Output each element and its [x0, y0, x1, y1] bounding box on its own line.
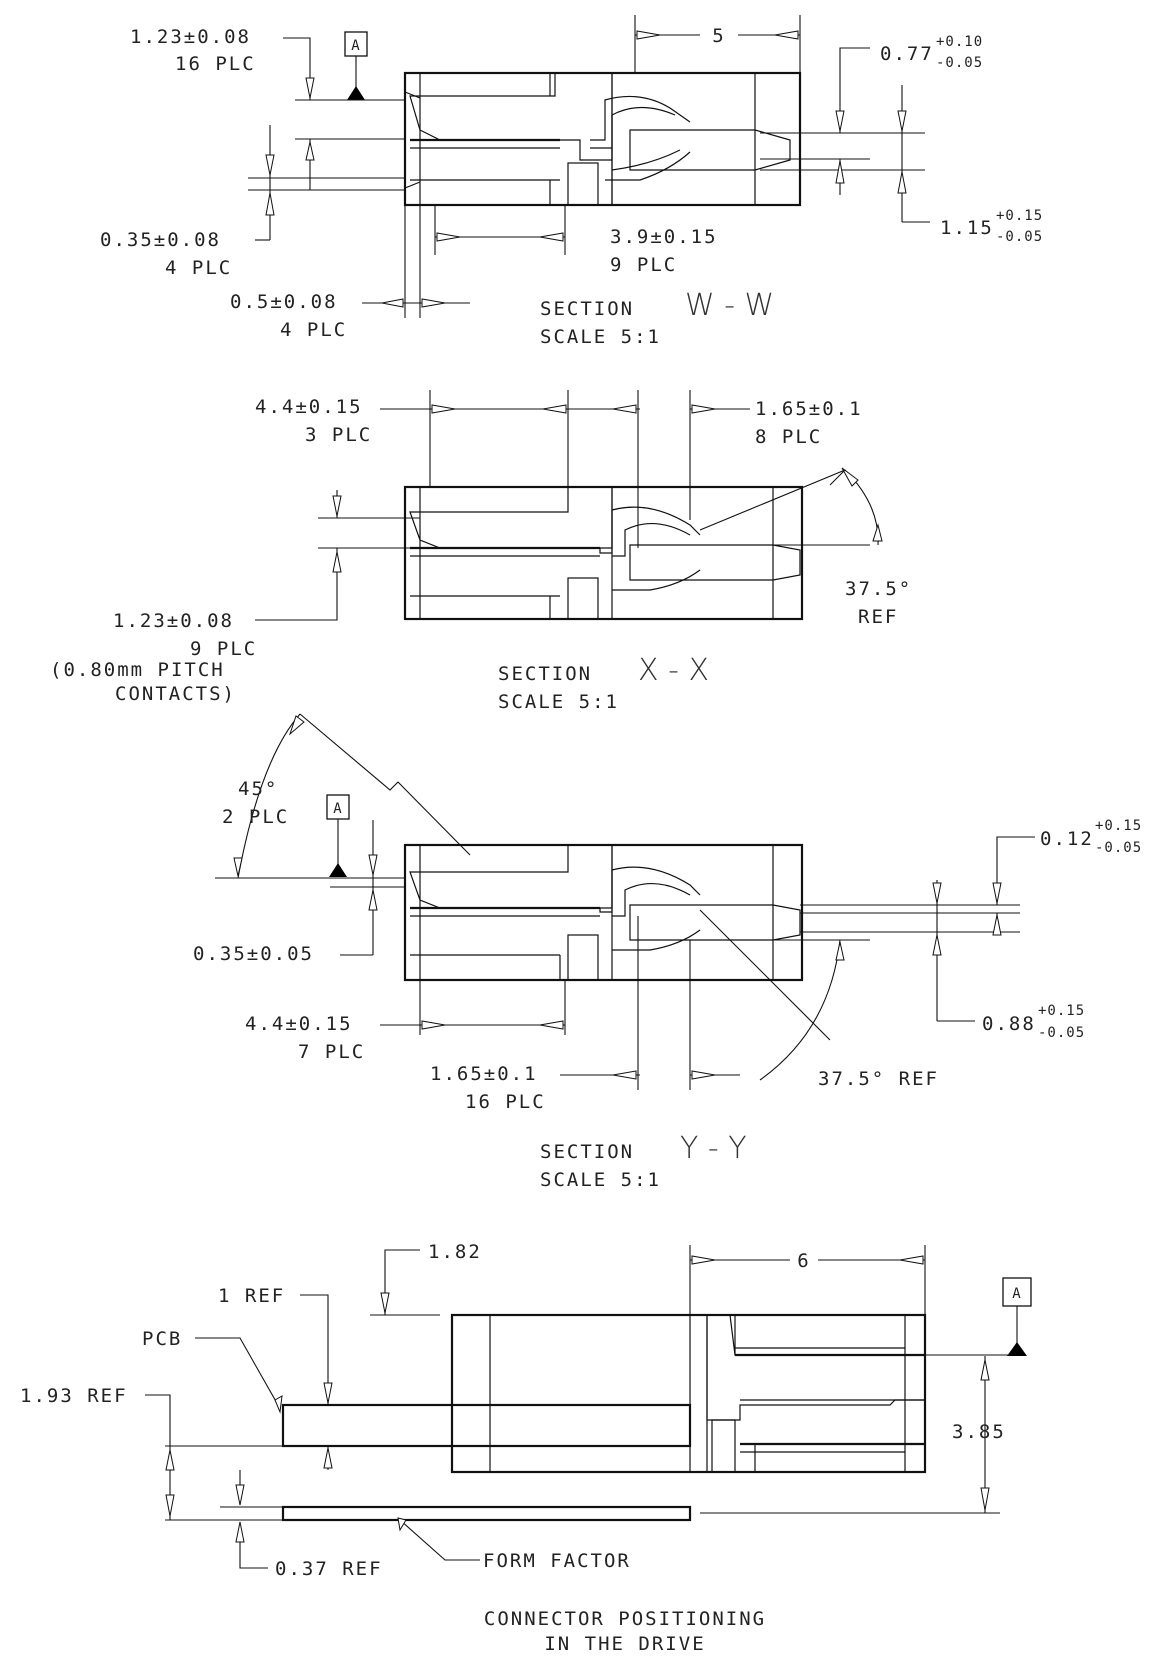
ww-dim-1: 1.23±0.08 — [130, 26, 251, 48]
xx-dim-3-sub: 9 PLC — [190, 638, 257, 660]
cp-caption-1: CONNECTOR POSITIONING — [484, 1608, 766, 1630]
ww-tol-2-base: 1.15 — [940, 217, 994, 239]
yy-dim-2: 4.4±0.15 — [245, 1013, 353, 1035]
yy-section-word: SECTION — [540, 1141, 634, 1163]
yy-dim-3: 1.65±0.1 — [430, 1063, 538, 1085]
xx-dim-3: 1.23±0.08 — [113, 610, 234, 632]
yy-angle45-sub: 2 PLC — [222, 806, 289, 828]
yy-tol-1-up: +0.15 — [1095, 818, 1142, 834]
yy-datum-label: A — [333, 801, 342, 817]
ww-dim-3-sub: 4 PLC — [280, 319, 347, 341]
xx-dim-2-sub: 8 PLC — [755, 426, 822, 448]
ww-tol-1-up: +0.10 — [936, 34, 983, 50]
section-w-w: A — [100, 15, 1043, 348]
yy-dim-2-sub: 7 PLC — [298, 1041, 365, 1063]
ww-top-dim: 5 — [712, 25, 725, 47]
cp-pcb-label: PCB — [142, 1328, 182, 1350]
cp-dim-2: 1 REF — [218, 1285, 285, 1307]
xx-section-letter: X - X — [638, 653, 709, 688]
datum-label: A — [351, 38, 360, 54]
cp-caption-2: IN THE DRIVE — [544, 1633, 705, 1655]
yy-scale: SCALE 5:1 — [540, 1169, 661, 1191]
ww-dim-4-sub: 9 PLC — [610, 254, 677, 276]
ww-tol-1-dn: -0.05 — [936, 55, 983, 71]
connector-positioning: A — [20, 1241, 1032, 1655]
yy-dim-3-sub: 16 PLC — [465, 1091, 546, 1113]
xx-dim-1: 4.4±0.15 — [255, 396, 363, 418]
yy-dim-1: 0.35±0.05 — [193, 943, 314, 965]
yy-tol-1-dn: -0.05 — [1095, 840, 1142, 856]
xx-dim-3-sub3: CONTACTS) — [115, 683, 236, 705]
ww-dim-2: 0.35±0.08 — [100, 229, 221, 251]
cp-dim-6: 0.37 REF — [275, 1558, 383, 1580]
yy-tol-1-base: 0.12 — [1040, 828, 1094, 850]
xx-dim-3-sub2: (0.80mm PITCH — [50, 659, 225, 681]
yy-angle45: 45° — [238, 778, 278, 800]
ww-tol-2-up: +0.15 — [996, 208, 1043, 224]
xx-dim-1-sub: 3 PLC — [305, 424, 372, 446]
ww-tol-1-base: 0.77 — [880, 43, 934, 65]
ww-dim-1-sub: 16 PLC — [175, 53, 256, 75]
ww-scale: SCALE 5:1 — [540, 326, 661, 348]
ww-dim-3: 0.5±0.08 — [230, 291, 338, 313]
cp-form-factor: FORM FACTOR — [483, 1550, 631, 1572]
xx-dim-2: 1.65±0.1 — [755, 398, 863, 420]
yy-tol-2-up: +0.15 — [1038, 1003, 1085, 1019]
xx-angle: 37.5° — [845, 578, 912, 600]
ww-dim-4: 3.9±0.15 — [610, 226, 718, 248]
cp-datum-label: A — [1012, 1286, 1021, 1302]
cp-dim-5: 3.85 — [952, 1421, 1006, 1443]
cp-dim-1: 1.82 — [428, 1241, 482, 1263]
ww-tol-2-dn: -0.05 — [996, 229, 1043, 245]
yy-tol-2-base: 0.88 — [982, 1013, 1036, 1035]
ww-dim-2-sub: 4 PLC — [165, 257, 232, 279]
xx-section-word: SECTION — [498, 663, 592, 685]
xx-scale: SCALE 5:1 — [498, 691, 619, 713]
ww-section-letter: W - W — [685, 288, 774, 323]
ww-section-word: SECTION — [540, 298, 634, 320]
xx-angle-sub: REF — [858, 606, 898, 628]
cp-dim-4: 1.93 REF — [20, 1385, 128, 1407]
section-x-x: 4.4±0.15 3 PLC 1.65±0.1 8 PLC 1.23±0.08 … — [50, 390, 912, 713]
yy-angle: 37.5° REF — [818, 1068, 939, 1090]
section-y-y: A — [193, 713, 1142, 1191]
yy-tol-2-dn: -0.05 — [1038, 1025, 1085, 1041]
cp-dim-3: 6 — [797, 1250, 810, 1272]
yy-section-letter: Y - Y — [680, 1131, 747, 1166]
